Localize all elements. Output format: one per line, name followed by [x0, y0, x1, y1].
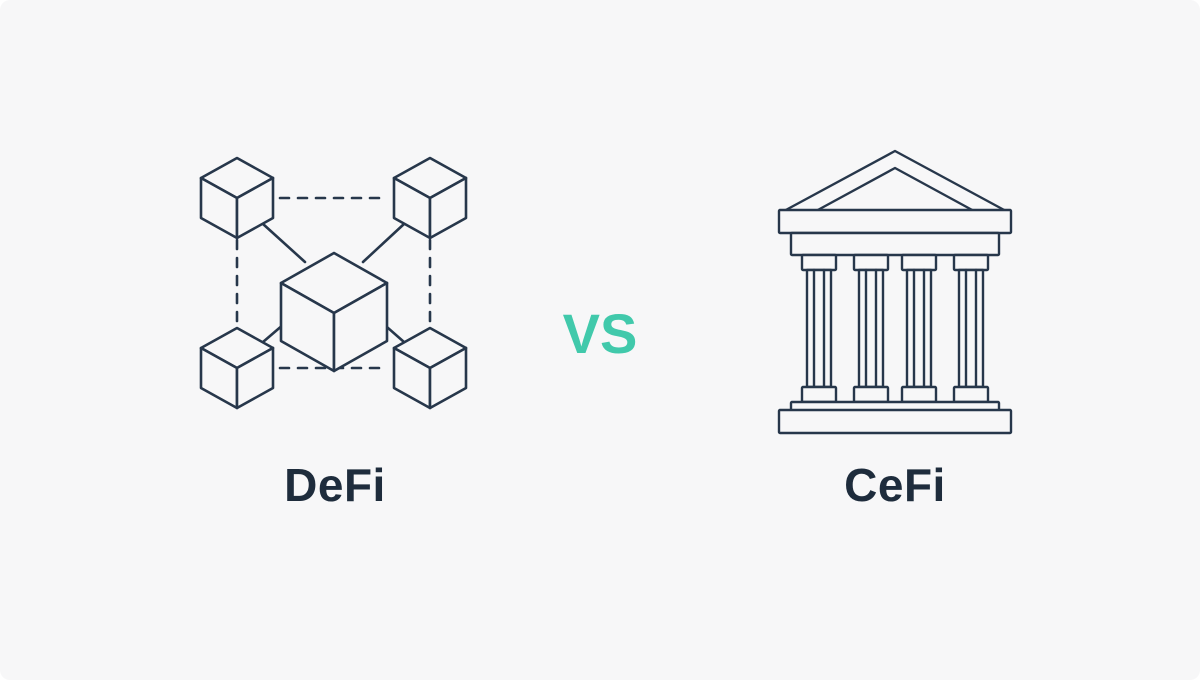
- center-cube-right-face: [332, 281, 389, 373]
- column-2-shaft: [857, 268, 885, 389]
- defi-panel: DeFi: [35, 0, 635, 680]
- column-4-base: [952, 385, 990, 404]
- node-cube-top-left: [199, 156, 275, 240]
- column-1-shaft: [805, 268, 833, 389]
- column-3-base: [900, 385, 938, 404]
- cube-tr-right-face: [428, 176, 468, 240]
- cube-br-right-face: [428, 346, 468, 410]
- cefi-label: CeFi: [844, 459, 946, 511]
- pediment-inner-line: [814, 166, 976, 213]
- column-2-capital: [852, 253, 890, 272]
- column-1-capital: [800, 253, 838, 272]
- defi-icon-wrap: [35, 140, 635, 440]
- column-4-capital: [952, 253, 990, 272]
- cefi-panel: CeFi: [595, 0, 1195, 680]
- bank-column-3: [900, 253, 938, 404]
- cefi-icon-wrap: [595, 140, 1195, 440]
- column-2-base: [852, 385, 890, 404]
- bank-column-2: [852, 253, 890, 404]
- bank-building-icon: [777, 149, 1013, 435]
- cube-tl-right-face: [235, 176, 275, 240]
- column-3-capital: [900, 253, 938, 272]
- bank-pediment: [782, 149, 1008, 213]
- blockchain-network-icon: [199, 156, 468, 410]
- node-cube-top-right: [392, 156, 468, 240]
- bank-column-4: [952, 253, 990, 404]
- column-1-base: [800, 385, 838, 404]
- node-cube-bottom-right: [392, 326, 468, 410]
- vs-separator-label: VS: [562, 302, 638, 365]
- column-4-shaft: [957, 268, 985, 389]
- column-3-shaft: [905, 268, 933, 389]
- cube-bl-right-face: [235, 346, 275, 410]
- bank-frieze: [789, 231, 1001, 257]
- solid-connector-top-left: [261, 222, 307, 264]
- bank-column-1: [800, 253, 838, 404]
- defi-label: DeFi: [284, 459, 386, 511]
- node-cube-center: [279, 251, 389, 373]
- bank-plinth-lower: [777, 408, 1013, 435]
- solid-connector-top-right: [361, 222, 406, 264]
- bank-architrave: [777, 208, 1013, 235]
- node-cube-bottom-left: [199, 326, 275, 410]
- pediment-outer-line: [782, 149, 1008, 213]
